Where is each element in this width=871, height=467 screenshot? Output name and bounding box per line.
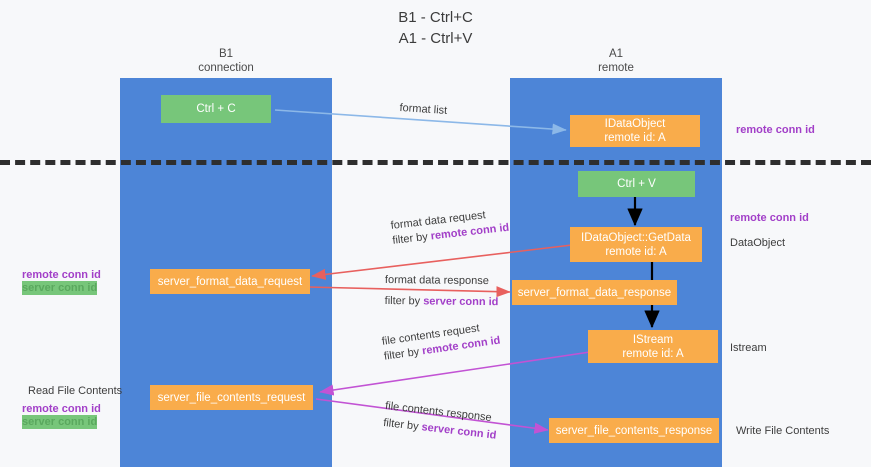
annotation-right-write-file-contents: Write File Contents: [736, 425, 830, 437]
node-server-format-data-request-label: server_format_data_request: [157, 275, 303, 288]
node-server-format-data-request[interactable]: server_format_data_request: [150, 269, 310, 294]
annotation-right-remote-conn-id-top: remote conn id: [736, 124, 815, 136]
node-ctrl-v-label: Ctrl + V: [617, 178, 656, 190]
edge-label-format-list-text: format list: [399, 101, 448, 117]
node-idataobject-sublabel: remote id: A: [604, 132, 666, 144]
node-server-file-contents-response-label: server_file_contents_response: [555, 424, 713, 437]
edge-label-format-list: format list: [399, 101, 448, 119]
annotation-left-read-file-contents: Read File Contents: [28, 385, 123, 397]
node-getdata-label: IDataObject::GetData: [581, 231, 691, 244]
edge-label-file-contents-request: file contents request filter by remote c…: [381, 319, 501, 365]
title-line-1: B1 - Ctrl+C: [398, 9, 473, 26]
node-istream[interactable]: IStream remote id: A: [588, 330, 718, 363]
edge-label-format-data-response: format data response filter by server co…: [385, 273, 499, 310]
edge-label-format-data-response-filter: filter by server conn id: [385, 294, 499, 310]
filter-key: server conn id: [423, 295, 499, 309]
lane-header-b1: B1 connection: [120, 47, 332, 75]
section-divider: [0, 160, 871, 165]
annotation-left-remote-conn-id: remote conn id: [22, 269, 101, 281]
node-idataobject-getdata[interactable]: IDataObject::GetData remote id: A: [570, 227, 702, 262]
annotation-right-remote-conn-id-mid: remote conn id: [730, 212, 809, 224]
node-ctrl-c[interactable]: Ctrl + C: [161, 95, 271, 123]
annotation-right-dataobject: DataObject: [730, 237, 786, 249]
annotation-left-server-conn-id: server conn id: [22, 281, 98, 295]
annotation-left-server-conn-id-2: server conn id: [22, 415, 98, 429]
node-idataobject[interactable]: IDataObject remote id: A: [570, 115, 700, 147]
node-istream-label: IStream: [632, 333, 674, 346]
node-server-file-contents-request[interactable]: server_file_contents_request: [150, 385, 313, 410]
node-istream-sublabel: remote id: A: [622, 347, 684, 360]
lane-header-a1: A1 remote: [510, 47, 722, 75]
node-ctrl-c-label: Ctrl + C: [196, 103, 236, 115]
filter-prefix: filter by: [383, 345, 424, 363]
node-server-format-data-response[interactable]: server_format_data_response: [512, 280, 677, 305]
lane-header-b1-name: B1: [218, 48, 234, 60]
node-getdata-sublabel: remote id: A: [605, 245, 667, 258]
title-line-2: A1 - Ctrl+V: [398, 30, 473, 47]
lane-header-b1-subtitle: connection: [198, 62, 254, 74]
node-server-file-contents-request-label: server_file_contents_request: [157, 391, 306, 404]
lane-header-a1-subtitle: remote: [598, 62, 634, 74]
lane-header-a1-name: A1: [608, 48, 624, 60]
diagram-title: B1 - Ctrl+C A1 - Ctrl+V: [0, 7, 871, 49]
node-ctrl-v[interactable]: Ctrl + V: [578, 171, 695, 197]
annotation-right-istream: Istream: [730, 342, 767, 354]
filter-prefix: filter by: [382, 416, 423, 434]
edge-label-format-data-response-line1: format data response: [384, 273, 489, 288]
filter-prefix: filter by: [391, 230, 432, 247]
node-idataobject-label: IDataObject: [604, 118, 666, 130]
annotation-left-remote-conn-id-2: remote conn id: [22, 403, 101, 415]
edge-label-format-data-request: format data request filter by remote con…: [390, 206, 510, 249]
node-server-format-data-response-label: server_format_data_response: [517, 286, 672, 299]
node-server-file-contents-response[interactable]: server_file_contents_response: [549, 418, 719, 443]
edge-label-file-contents-response: file contents response filter by server …: [382, 399, 499, 444]
filter-prefix: filter by: [384, 294, 424, 308]
